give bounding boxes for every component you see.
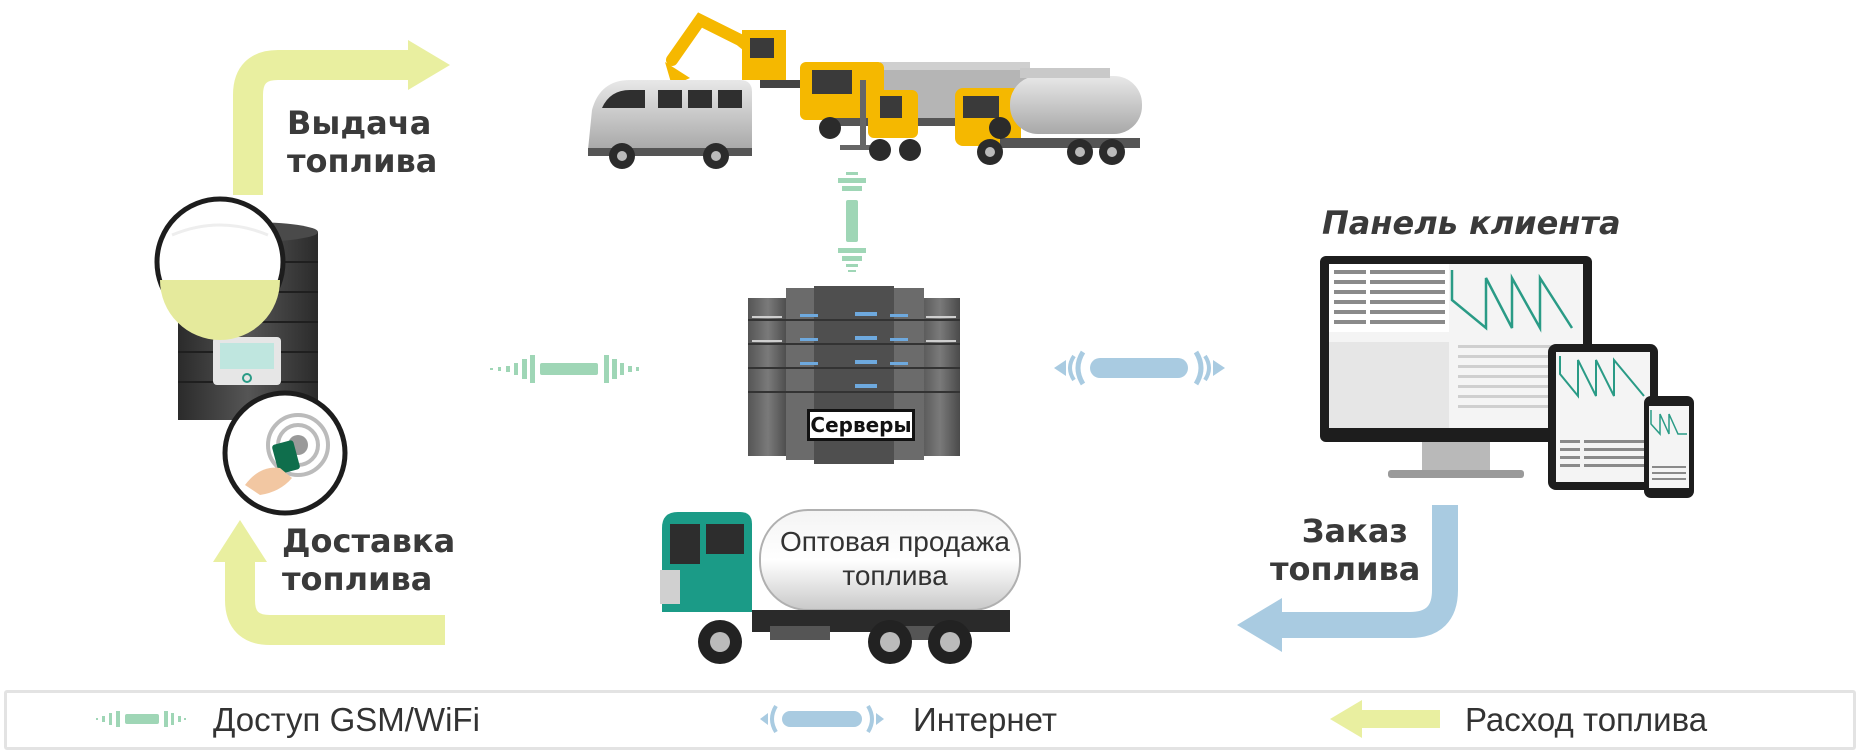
fuel-issue-arrow <box>233 40 450 195</box>
legend-internet-text: Интернет <box>913 701 1057 738</box>
legend-fuel-consumption-text: Расход топлива <box>1465 701 1708 738</box>
fuel-delivery-label: Доставка топлива <box>282 522 455 598</box>
legend-gsm-icon <box>96 711 186 727</box>
legend-bar: Доступ GSM/WiFi Интернет Расход топлива <box>4 690 1856 750</box>
fuel-issue-line1: Выдача <box>287 104 432 142</box>
legend-gsm-text: Доступ GSM/WiFi <box>213 701 480 738</box>
gsm-signal-icon <box>490 355 639 383</box>
fuel-issue-label: Выдача топлива <box>287 104 437 180</box>
card-reader-icon <box>222 390 348 516</box>
wholesale-line2: топлива <box>842 560 948 591</box>
gsm-signal-vertical-icon <box>838 172 866 272</box>
legend-internet-icon <box>760 704 884 734</box>
fuel-delivery-line1: Доставка <box>282 522 456 560</box>
legend-fuel-arrow-icon <box>1330 700 1440 738</box>
internet-link-icon <box>1054 350 1225 386</box>
wholesale-line1: Оптовая продажа <box>779 526 1010 557</box>
fuel-delivery-line2: топлива <box>282 560 433 598</box>
fuel-issue-line2: топлива <box>287 142 438 180</box>
fuel-order-line1: Заказ <box>1301 512 1408 550</box>
fuel-tank-icon <box>154 196 318 420</box>
vehicle-fleet-icon <box>588 12 1142 169</box>
fuel-truck-icon <box>660 509 1021 664</box>
client-panel-title: Панель клиента <box>1322 204 1621 242</box>
fuel-order-label: Заказ топлива <box>1270 512 1421 588</box>
client-devices-icon <box>1320 256 1694 498</box>
wholesale-label: Оптовая продажа топлива <box>745 525 1045 593</box>
fuel-delivery-arrow <box>213 520 445 645</box>
fuel-order-line2: топлива <box>1270 550 1421 588</box>
servers-label: Серверы <box>807 409 915 441</box>
fuel-order-arrow <box>1237 505 1458 652</box>
